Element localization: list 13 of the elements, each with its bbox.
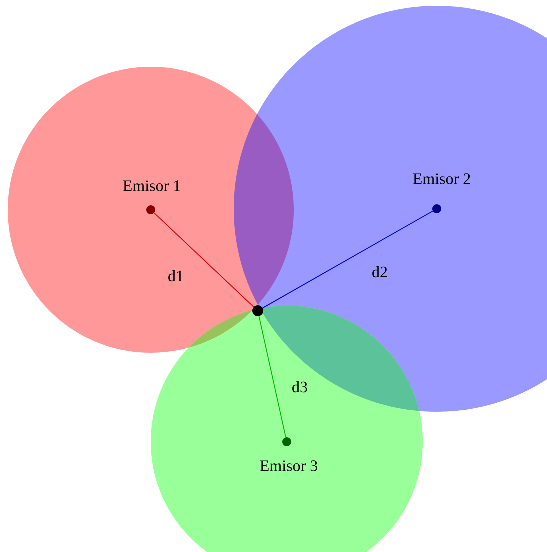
point-dot	[432, 204, 442, 214]
edge-label: d3	[292, 381, 308, 393]
edge-label: d2	[372, 266, 388, 278]
edge-label: d1	[168, 270, 184, 282]
point-label: Emisor 1	[123, 180, 180, 192]
point-dot	[252, 306, 264, 316]
point-dot	[282, 438, 292, 446]
point-label: Emisor 2	[413, 174, 470, 184]
connector-line	[154, 212, 254, 308]
connector-line	[258, 316, 286, 438]
point-label: Emisor 3	[260, 460, 318, 472]
connector-line	[262, 210, 434, 309]
point-dot	[146, 206, 156, 214]
